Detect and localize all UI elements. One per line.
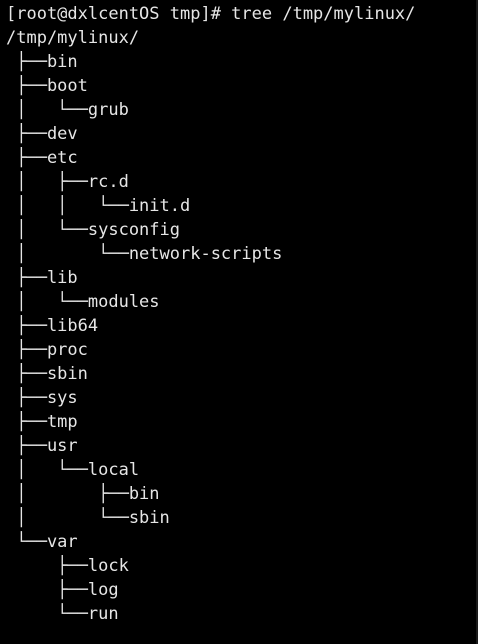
command-line: [root@dxlcentOS tmp]# tree /tmp/mylinux/ xyxy=(6,2,478,26)
tree-line-bin: ├──bin xyxy=(6,52,78,72)
tree-line-dev: ├──dev xyxy=(6,124,78,144)
tree-line-grub: │ └──grub xyxy=(6,100,129,120)
window-right-edge xyxy=(476,0,478,644)
tree-line-local-sbin: │ └──sbin xyxy=(6,508,170,528)
tree-line-init-d: │ │ └──init.d xyxy=(6,196,191,216)
tree-line-sys: ├──sys xyxy=(6,388,78,408)
tree-line-boot: ├──boot xyxy=(6,76,88,96)
tree-line-sysconfig: │ └──sysconfig xyxy=(6,220,180,240)
tree-line-lock: ├──lock xyxy=(6,556,129,576)
tree-line-local-bin: │ ├──bin xyxy=(6,484,160,504)
tree-line-etc: ├──etc xyxy=(6,148,78,168)
tree-line-lib: ├──lib xyxy=(6,268,78,288)
tree-line-lib64: ├──lib64 xyxy=(6,316,99,336)
tree-line-rc-d: │ ├──rc.d xyxy=(6,172,129,192)
tree-line-run: └──run xyxy=(6,604,119,624)
tree-line-local: │ └──local xyxy=(6,460,140,480)
tree-line-proc: ├──proc xyxy=(6,340,88,360)
tree-line-modules: │ └──modules xyxy=(6,292,160,312)
tree-line-var: └──var xyxy=(6,532,78,552)
tree-line-usr: ├──usr xyxy=(6,436,78,456)
tree-line-log: ├──log xyxy=(6,580,119,600)
command-text: tree /tmp/mylinux/ xyxy=(231,4,416,24)
tree-line-sbin: ├──sbin xyxy=(6,364,88,384)
shell-prompt: [root@dxlcentOS tmp]# xyxy=(6,4,232,24)
tree-line-tmp: ├──tmp xyxy=(6,412,78,432)
tree-line-network-scripts: │ └──network-scripts xyxy=(6,244,283,264)
tree-root: /tmp/mylinux/ xyxy=(6,28,140,48)
